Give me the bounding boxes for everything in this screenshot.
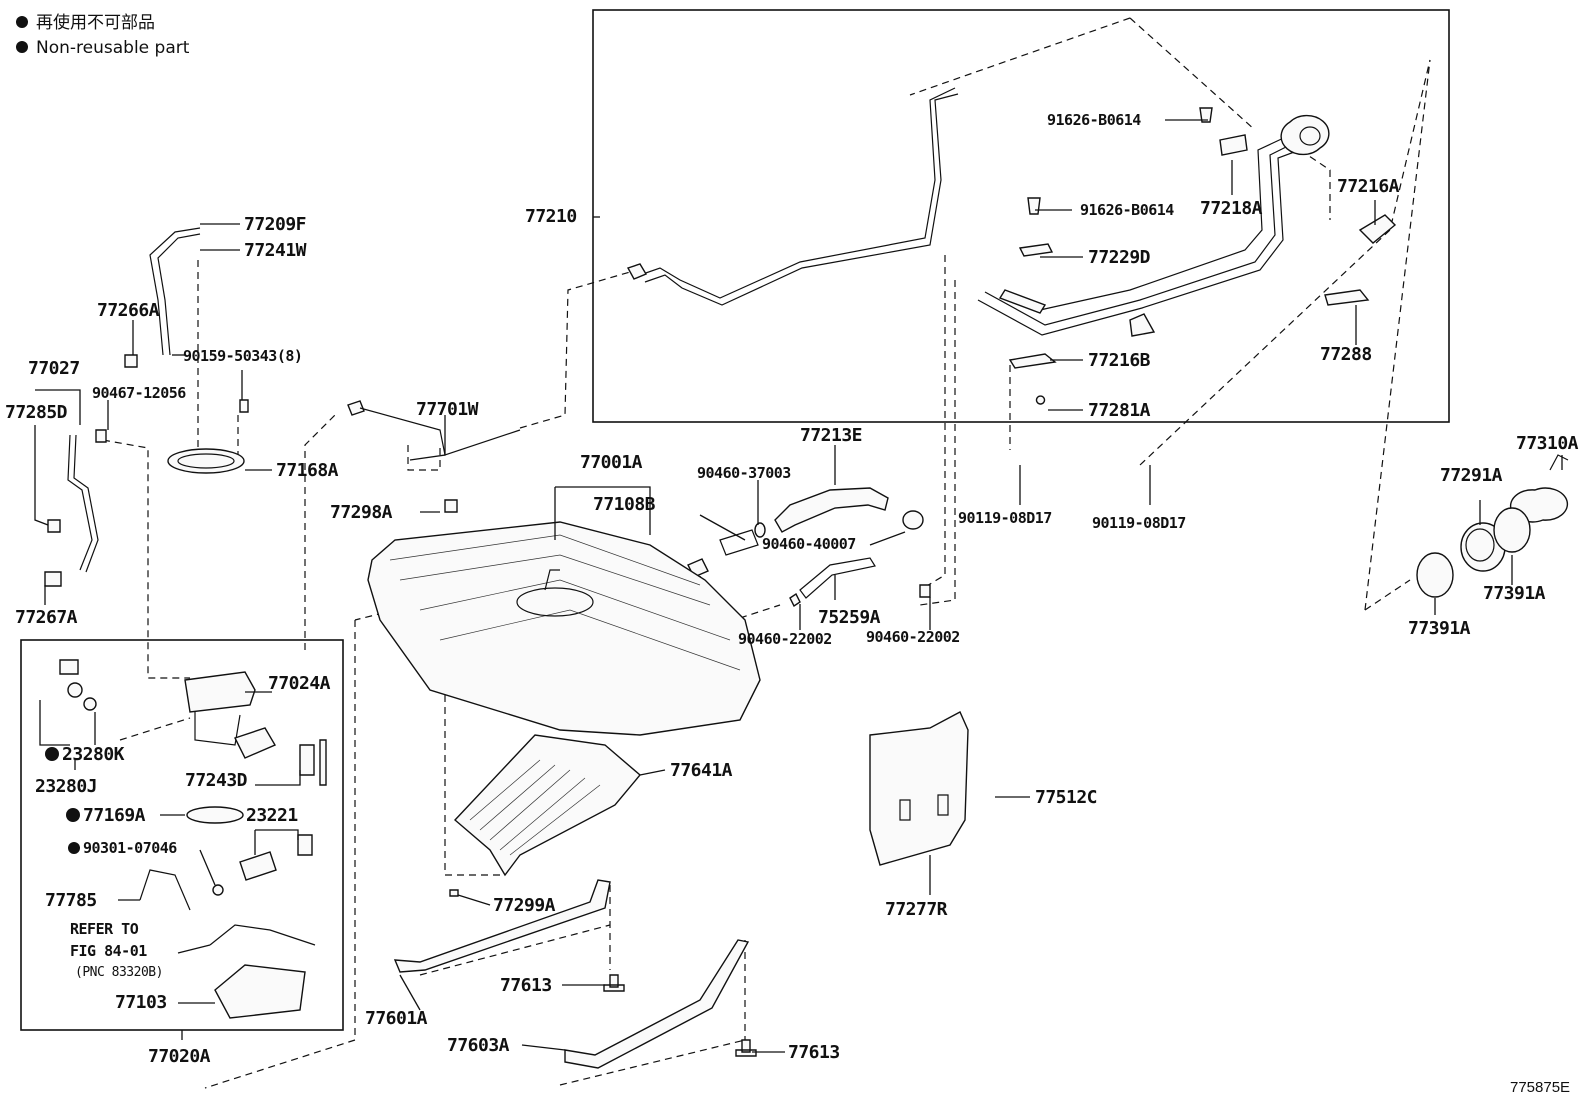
part-label: 77218A bbox=[1200, 198, 1263, 219]
part-label: 77512C bbox=[1035, 787, 1097, 808]
fuel-pump-module-parts bbox=[59, 659, 327, 1019]
part-label: 77641A bbox=[670, 760, 733, 781]
shield-77277R bbox=[869, 711, 969, 866]
part-label: 23280J bbox=[35, 776, 97, 797]
part-label: 90460-40007 bbox=[762, 535, 856, 553]
tank-straps bbox=[393, 879, 757, 1069]
part-label: 77243D bbox=[185, 770, 248, 791]
filler-box-fasteners bbox=[1008, 107, 1397, 405]
part-label: 91626-B0614 bbox=[1047, 111, 1141, 129]
figure-id: 775875E bbox=[1510, 1079, 1570, 1096]
leader-lines bbox=[34, 119, 1563, 1053]
part-label: 77210 bbox=[525, 206, 577, 227]
part-label: 77603A bbox=[447, 1035, 510, 1056]
part-label: 77266A bbox=[97, 300, 160, 321]
vent-tube-group bbox=[44, 227, 521, 587]
part-label: 77291A bbox=[1440, 465, 1503, 486]
refer-note-line3: (PNC 83320B) bbox=[75, 965, 163, 980]
legend: 再使用不可部品 Non-reusable part bbox=[16, 12, 190, 58]
part-label: 77216A bbox=[1337, 176, 1400, 197]
part-label: 77613 bbox=[500, 975, 552, 996]
part-label: 90159-50343(8) bbox=[183, 347, 302, 365]
dashed-guide-lines bbox=[102, 17, 1431, 1089]
part-label: 90119-08D17 bbox=[1092, 514, 1186, 532]
part-label: 77281A bbox=[1088, 400, 1151, 421]
part-label: 77229D bbox=[1088, 247, 1151, 268]
part-label: 90301-07046 bbox=[83, 839, 177, 857]
non-reusable-bullet-icon bbox=[66, 808, 80, 822]
part-label: 77103 bbox=[115, 992, 167, 1013]
part-label: 77241W bbox=[244, 240, 307, 261]
non-reusable-bullet-icon bbox=[45, 747, 59, 761]
part-label: 77299A bbox=[493, 895, 556, 916]
part-labels: 77209F 77241W 77266A 90159-50343(8) 7702… bbox=[5, 111, 1579, 1067]
hoses-group bbox=[687, 487, 931, 608]
part-label: 90467-12056 bbox=[92, 384, 186, 402]
part-label: 77267A bbox=[15, 607, 78, 628]
non-reusable-markers bbox=[45, 747, 80, 854]
part-label: 90460-37003 bbox=[697, 464, 791, 482]
part-label: 77391A bbox=[1408, 618, 1471, 639]
part-label: 77277R bbox=[885, 899, 948, 920]
part-label: 77024A bbox=[268, 673, 331, 694]
part-label: 77020A bbox=[148, 1046, 211, 1067]
part-label: 75259A bbox=[818, 607, 881, 628]
part-label: 77209F bbox=[244, 214, 306, 235]
non-reusable-bullet-icon bbox=[16, 16, 28, 28]
part-label: 77216B bbox=[1088, 350, 1151, 371]
part-label: 90119-08D17 bbox=[958, 509, 1052, 527]
refer-note-line2: FIG 84-01 bbox=[70, 942, 147, 960]
fuel-tank-77001A bbox=[367, 521, 761, 736]
legend-title-jp: 再使用不可部品 bbox=[36, 12, 155, 33]
part-label: 77001A bbox=[580, 452, 643, 473]
filler-pipe-77210 bbox=[626, 87, 1330, 336]
legend-title-en: Non-reusable part bbox=[36, 38, 190, 58]
non-reusable-bullet-icon bbox=[68, 842, 80, 854]
part-label: 77169A bbox=[83, 805, 146, 826]
part-label: 77298A bbox=[330, 502, 393, 523]
part-label: 90460-22002 bbox=[866, 628, 960, 646]
part-label: 77601A bbox=[365, 1008, 428, 1029]
part-label: 77310A bbox=[1516, 433, 1579, 454]
non-reusable-bullet-icon bbox=[16, 41, 28, 53]
refer-note-line1: REFER TO bbox=[70, 920, 139, 938]
part-label: 77168A bbox=[276, 460, 339, 481]
protector-77641A bbox=[453, 734, 641, 877]
part-label: 23280K bbox=[62, 744, 125, 765]
part-label: 77701W bbox=[416, 399, 479, 420]
part-label: 77213E bbox=[800, 425, 862, 446]
part-label: 23221 bbox=[246, 805, 298, 826]
part-label: 77285D bbox=[5, 402, 68, 423]
part-label: 77391A bbox=[1483, 583, 1546, 604]
filler-pipe-group-box bbox=[592, 9, 1450, 423]
part-label: 77785 bbox=[45, 890, 97, 911]
part-label: 91626-B0614 bbox=[1080, 201, 1174, 219]
fuel-cap-group bbox=[1416, 454, 1569, 598]
part-label: 77288 bbox=[1320, 344, 1372, 365]
part-label: 77613 bbox=[788, 1042, 840, 1063]
part-label: 90460-22002 bbox=[738, 630, 832, 648]
part-label: 77108B bbox=[593, 494, 656, 515]
part-label: 77027 bbox=[28, 358, 80, 379]
